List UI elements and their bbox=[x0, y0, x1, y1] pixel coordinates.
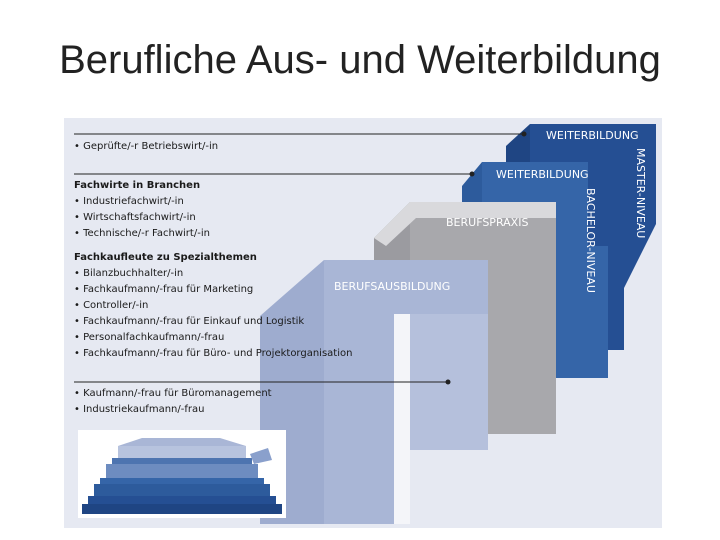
list-fachkaufleute: Fachkaufleute zu Spezialthemen • Bilanzb… bbox=[74, 250, 352, 362]
berufspraxis-top-highlight bbox=[374, 202, 556, 246]
list-item: • Personalfachkaufmann/-frau bbox=[74, 332, 225, 343]
list-item: • Bilanzbuchhalter/-in bbox=[74, 268, 184, 279]
staircase-graphic bbox=[64, 118, 662, 528]
label-weiterbildung-master: WEITERBILDUNG bbox=[546, 129, 639, 142]
pyramid-row-6 bbox=[88, 496, 276, 504]
list-item: • Kaufmann/-frau für Büromanagement bbox=[74, 388, 272, 399]
group-heading-fachkaufleute: Fachkaufleute zu Spezialthemen bbox=[74, 252, 257, 263]
pyramid-row-5 bbox=[94, 484, 270, 496]
connector-dot-master bbox=[521, 131, 527, 137]
list-master: • Geprüfte/-r Betriebswirt/-in bbox=[74, 139, 218, 155]
education-diagram: WEITERBILDUNG MASTER-NIVEAU WEITERBILDUN… bbox=[64, 118, 662, 528]
pyramid-row-3 bbox=[106, 464, 258, 478]
list-item: • Industriefachwirt/-in bbox=[74, 196, 184, 207]
pyramid-base bbox=[82, 504, 282, 514]
label-berufspraxis: BERUFSPRAXIS bbox=[446, 216, 529, 229]
pyramid-row-2 bbox=[112, 458, 252, 464]
list-item: • Wirtschaftsfachwirt/-in bbox=[74, 212, 196, 223]
list-ausbildung: • Kaufmann/-frau für Büromanagement • In… bbox=[74, 386, 272, 418]
white-separator bbox=[394, 314, 410, 524]
pyramid-graphic bbox=[78, 430, 286, 518]
list-item: • Industriekaufmann/-frau bbox=[74, 404, 205, 415]
list-item: • Geprüfte/-r Betriebswirt/-in bbox=[74, 141, 219, 152]
list-item: • Controller/-in bbox=[74, 300, 149, 311]
connector-dot-ausbildung bbox=[445, 379, 451, 385]
list-item: • Fachkaufmann/-frau für Marketing bbox=[74, 284, 254, 295]
label-weiterbildung-bachelor: WEITERBILDUNG bbox=[496, 168, 589, 181]
label-berufsausbildung: BERUFSAUSBILDUNG bbox=[334, 280, 451, 293]
connector-dot-bachelor bbox=[469, 171, 475, 177]
list-item: • Fachkaufmann/-frau für Büro- und Proje… bbox=[74, 348, 353, 359]
group-heading-fachwirte: Fachwirte in Branchen bbox=[74, 180, 201, 191]
label-master-niveau: MASTER-NIVEAU bbox=[634, 148, 647, 239]
pyramid-row-4 bbox=[100, 478, 264, 484]
pyramid-roof bbox=[118, 438, 246, 446]
pyramid-thumbnail bbox=[78, 430, 286, 518]
pyramid-side-badge bbox=[250, 448, 272, 464]
list-item: • Fachkaufmann/-frau für Einkauf und Log… bbox=[74, 316, 305, 327]
pyramid-row-1 bbox=[118, 446, 246, 458]
list-fachwirte: Fachwirte in Branchen • Industriefachwir… bbox=[74, 178, 210, 242]
list-item: • Technische/-r Fachwirt/-in bbox=[74, 228, 210, 239]
slide-title: Berufliche Aus- und Weiterbildung bbox=[59, 38, 661, 82]
label-bachelor-niveau: BACHELOR-NIVEAU bbox=[584, 188, 597, 293]
